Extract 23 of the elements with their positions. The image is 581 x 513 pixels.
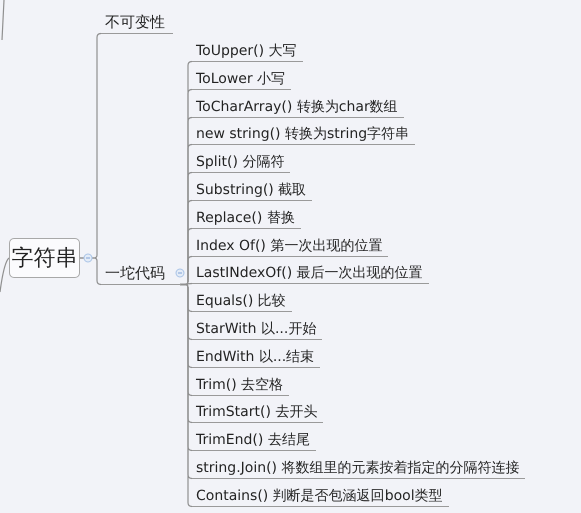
branch-topic: 不可变性 <box>101 12 173 34</box>
method-topic: TrimStart() 去开头 <box>192 402 324 424</box>
method-topic: Trim() 去空格 <box>192 374 290 396</box>
branch-topic: 一坨代码 <box>101 263 181 285</box>
root-topic-box: 字符串 <box>9 238 80 278</box>
method-topic: ToCharArray() 转换为char数组 <box>192 96 404 118</box>
method-topic: LastINdexOf() 最后一次出现的位置 <box>192 263 429 284</box>
method-topic: EndWith 以...结束 <box>192 346 320 368</box>
method-topic: TrimEnd() 去结尾 <box>192 430 316 452</box>
connector-line <box>180 282 192 286</box>
connector-line <box>80 257 102 286</box>
method-topic: Index Of() 第一次出现的位置 <box>192 236 388 257</box>
method-topic: Substring() 截取 <box>192 180 312 201</box>
method-topic: Split() 分隔符 <box>192 152 290 174</box>
connector-line <box>0 258 10 292</box>
method-topic: string.Join() 将数组里的元素按着指定的分隔符连接 <box>192 458 526 479</box>
method-topic: Replace() 替换 <box>192 208 301 229</box>
method-topic: new string() 转换为string字符串 <box>192 124 416 146</box>
method-topic: Contains() 判断是否包涵返回bool类型 <box>192 486 449 507</box>
method-topic: ToUpper() 大写 <box>192 41 303 62</box>
method-topic: Equals() 比较 <box>192 291 292 312</box>
method-topic: ToLower 小写 <box>192 68 292 90</box>
method-topic: StarWith 以...开始 <box>192 319 322 340</box>
